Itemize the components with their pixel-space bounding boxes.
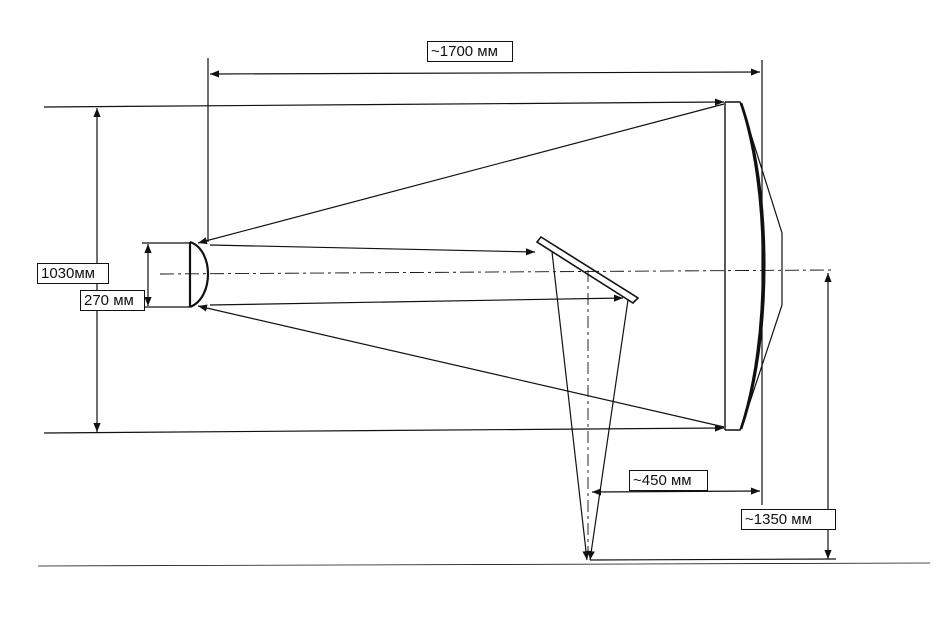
ray-secondary-to-fold-bottom <box>209 294 624 306</box>
primary-mirror-surface <box>739 102 766 430</box>
offset-dimension-line <box>591 487 761 496</box>
aperture-label: 1030мм <box>37 263 109 284</box>
height-label: ~1350 мм <box>741 509 836 530</box>
floor-line <box>37 562 931 567</box>
offset-label: ~450 мм <box>629 470 708 491</box>
ray-to-focus-left <box>551 251 590 561</box>
secondary-mirror <box>188 240 210 309</box>
focal-plane-line <box>589 558 837 561</box>
fold-mirror <box>535 235 640 305</box>
incoming-ray-bottom <box>43 424 725 434</box>
ray-secondary-to-fold-top <box>209 244 536 256</box>
secondary-label: 270 мм <box>80 290 145 311</box>
length-dimension-line <box>209 68 761 78</box>
length-label: ~1700 мм <box>427 41 513 62</box>
incoming-ray-top <box>43 98 725 108</box>
optical-axis <box>159 269 833 275</box>
ray-primary-to-secondary-bottom <box>197 304 725 428</box>
ray-primary-to-secondary-top <box>197 103 725 245</box>
primary-mirror-cell <box>740 102 783 430</box>
ray-to-focus-right <box>587 299 629 561</box>
